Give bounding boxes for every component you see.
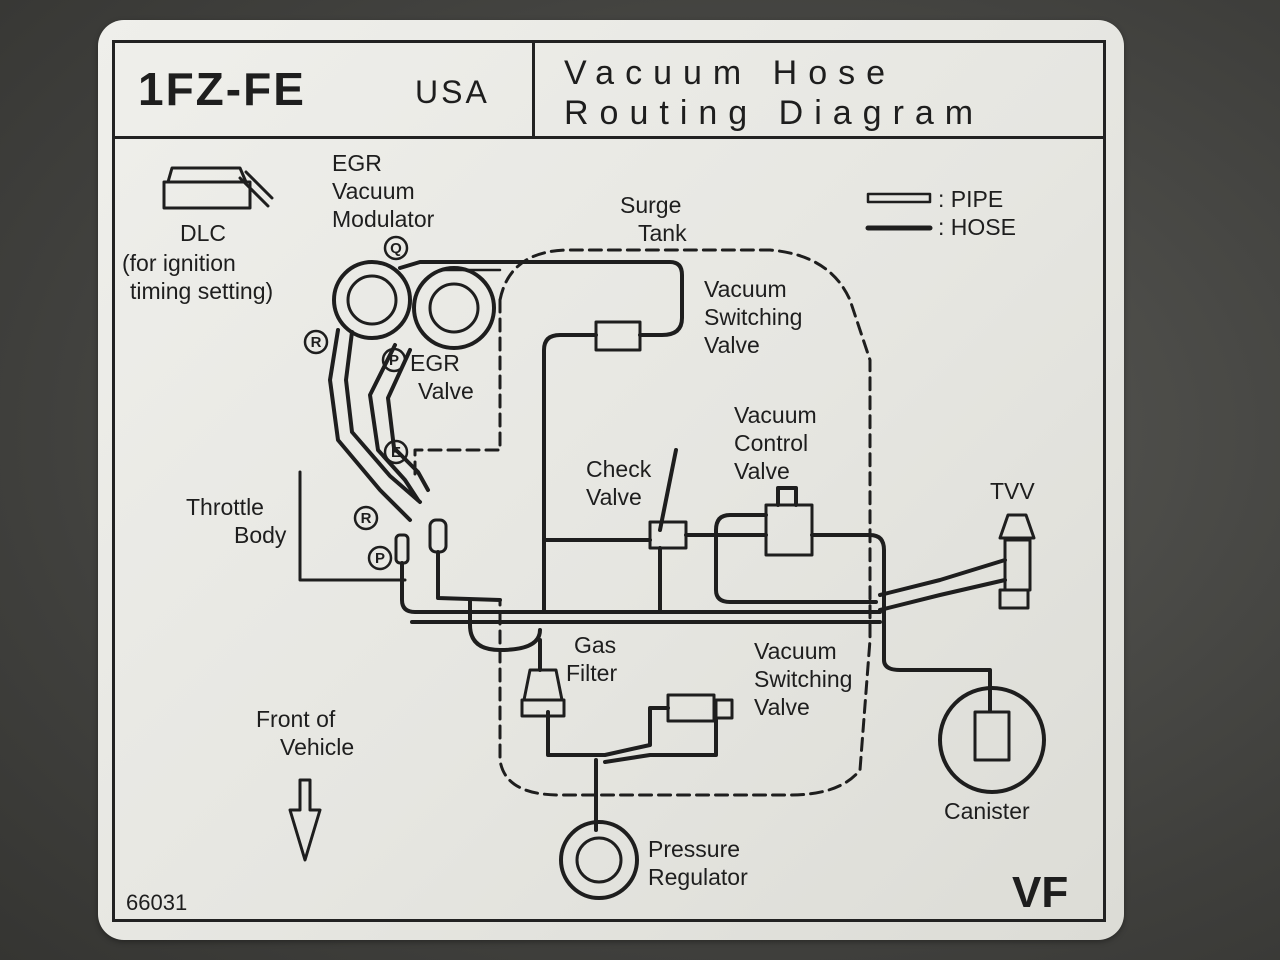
canister-circle <box>938 686 1046 794</box>
gas-filter-label-2: Filter <box>566 660 618 686</box>
dlc-label: DLC <box>180 220 227 246</box>
check-valve-body <box>648 520 688 550</box>
title-line-2: Routing Diagram <box>564 94 985 132</box>
port-p2-circle <box>367 545 393 571</box>
diagram-frame <box>112 40 1106 922</box>
canister-label: Canister <box>944 798 1030 824</box>
port-p2-label: P <box>375 550 385 567</box>
dlc-note-2: timing setting) <box>130 278 274 304</box>
port-r2-label: R <box>361 510 372 527</box>
throttle-nipple-2 <box>428 518 448 554</box>
throttle-nipple-1 <box>394 533 410 565</box>
lower-vsv-label-1: Vacuum <box>754 638 837 664</box>
engine-code: 1FZ-FE <box>138 63 306 115</box>
throttle-body-label-2: Body <box>234 522 287 548</box>
egr-valve-inner <box>428 282 480 334</box>
dlc-note-1: (for ignition <box>122 250 236 276</box>
lower-vsv-label-2: Switching <box>754 666 853 692</box>
egr-valve-label-1: EGR <box>410 350 460 376</box>
pressure-regulator-outer <box>559 820 639 900</box>
egr-valve-outer <box>412 266 496 350</box>
check-valve-rod <box>658 448 678 532</box>
front-label-1: Front of <box>256 706 336 732</box>
legend-pipe-symbol <box>866 192 932 204</box>
port-p1-label: P <box>389 352 399 369</box>
vcv-label-1: Vacuum <box>734 402 817 428</box>
pressure-regulator-label-2: Regulator <box>648 864 748 890</box>
port-r1-label: R <box>311 334 322 351</box>
vcv-body <box>764 503 814 557</box>
egr-tube-r-inner <box>344 330 422 504</box>
diagram-label-card <box>98 20 1124 940</box>
hose-tvv-2 <box>878 578 1007 612</box>
header-column-divider <box>532 40 535 138</box>
hose-vsv-down <box>542 333 598 612</box>
tvv-body <box>998 538 1032 610</box>
throttle-body-label-1: Throttle <box>186 494 264 520</box>
throttle-body-outline <box>298 470 407 582</box>
main-hose-4 <box>468 598 542 652</box>
tvv-label: TVV <box>990 478 1035 504</box>
dlc-connector <box>162 166 274 210</box>
hose-tvv-1 <box>878 558 1007 597</box>
port-e-label: E <box>391 444 401 461</box>
hose-q-to-vsv <box>398 260 684 337</box>
vcv-label-3: Valve <box>734 458 790 484</box>
surge-tank-label-1: Surge <box>620 192 682 218</box>
lower-vsv-cap <box>714 698 734 720</box>
port-q-label: Q <box>390 240 402 257</box>
hose-lower-vsv-2 <box>603 718 718 764</box>
hose-vcv-right <box>810 533 992 712</box>
gas-filter-label-1: Gas <box>574 632 617 658</box>
part-code: 66031 <box>126 890 188 915</box>
legend-pipe-label: : PIPE <box>938 186 1004 212</box>
port-r2-circle <box>353 505 379 531</box>
egr-modulator-inner <box>346 274 398 326</box>
port-e-circle <box>383 439 409 465</box>
port-p1-circle <box>381 347 407 373</box>
egr-modulator-label-3: Modulator <box>332 206 435 232</box>
vf-mark: VF <box>1012 868 1069 917</box>
front-label-2: Vehicle <box>280 734 355 760</box>
legend-hose-label: : HOSE <box>938 214 1016 240</box>
check-valve-label-2: Valve <box>586 484 642 510</box>
egr-tube-e-inner <box>386 348 430 492</box>
tvv-cap <box>998 513 1036 540</box>
gas-filter-base <box>520 698 566 718</box>
surge-tank-outline <box>498 248 872 797</box>
pipe-top-inner <box>438 260 612 272</box>
upper-vsv-body <box>594 320 642 352</box>
egr-modulator-outer <box>332 260 412 340</box>
gas-filter-body <box>522 668 564 702</box>
upper-vsv-label-1: Vacuum <box>704 276 787 302</box>
market-region: USA <box>415 74 490 110</box>
hose-lower-vsv <box>546 706 670 757</box>
canister-body <box>973 710 1011 762</box>
main-hose-2 <box>436 550 502 602</box>
lower-vsv-label-3: Valve <box>754 694 810 720</box>
port-r1-circle <box>303 329 329 355</box>
upper-vsv-label-3: Valve <box>704 332 760 358</box>
pressure-regulator-inner <box>575 836 623 884</box>
egr-tube-e <box>368 343 420 502</box>
main-hose-1 <box>400 561 882 614</box>
egr-valve-label-2: Valve <box>418 378 474 404</box>
egr-modulator-label-1: EGR <box>332 150 382 176</box>
surge-tank-label-2: Tank <box>638 220 687 246</box>
lower-vsv-body <box>666 693 716 723</box>
upper-vsv-label-2: Switching <box>704 304 803 330</box>
egr-tube-r <box>328 328 412 522</box>
egr-valve-outline <box>413 298 502 482</box>
vcv-label-2: Control <box>734 430 809 456</box>
vcv-top <box>776 486 798 507</box>
header-divider <box>112 136 1106 139</box>
egr-modulator-label-2: Vacuum <box>332 178 415 204</box>
title-line-1: Vacuum Hose <box>564 54 897 92</box>
hose-vcv-loop <box>714 513 878 604</box>
pressure-regulator-label-1: Pressure <box>648 836 741 862</box>
port-q-circle <box>383 235 409 261</box>
front-arrow <box>288 778 322 862</box>
check-valve-label-1: Check <box>586 456 652 482</box>
